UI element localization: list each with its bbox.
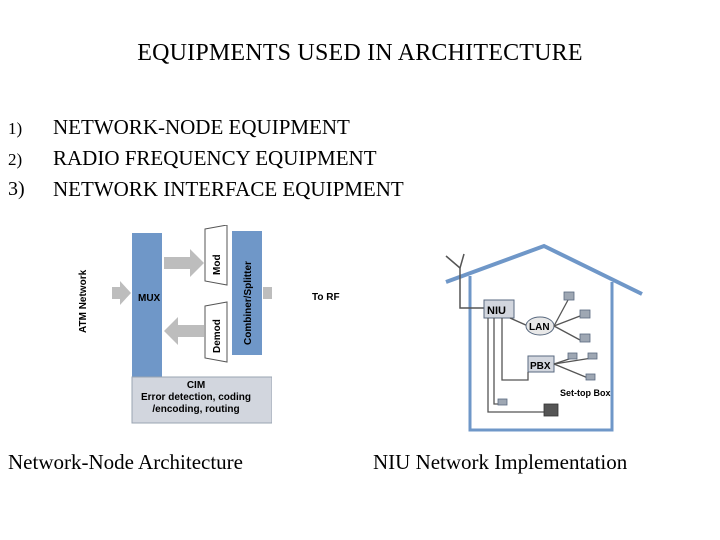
mux-label: MUX: [138, 293, 161, 304]
arrow-to-rf: [263, 287, 272, 299]
list-label: RADIO FREQUENCY EQUIPMENT: [53, 146, 377, 170]
cim-line-2: /encoding, routing: [152, 404, 239, 415]
niu-diagram: NIU LAN PBX Set-top Box: [445, 243, 643, 432]
list-number: 3): [8, 178, 25, 200]
network-node-caption: Network-Node Architecture: [8, 450, 243, 474]
mod-block: [204, 225, 228, 286]
atm-network-label: ATM Network: [78, 269, 89, 333]
list-label: NETWORK-NODE EQUIPMENT: [53, 115, 350, 139]
niu-label: NIU: [487, 305, 506, 317]
phone-icon: [497, 352, 598, 406]
demod-label: Demod: [212, 319, 223, 353]
house-walls: [468, 276, 614, 432]
demod-block: [204, 301, 228, 363]
pbx-label: PBX: [530, 361, 551, 372]
mux-block: [132, 233, 162, 381]
set-top-box-label: Set-top Box: [560, 388, 611, 398]
lan-link: [509, 317, 529, 327]
mod-label: Mod: [212, 254, 223, 275]
antenna-icon: [445, 253, 465, 274]
niu-box: [483, 299, 515, 319]
list-number: 1): [8, 119, 23, 138]
house-roof: [445, 243, 643, 296]
cim-block: [131, 376, 272, 424]
arrow-demod-to-mux: [164, 317, 204, 345]
list-number: 2): [8, 150, 23, 169]
tv-icon: [543, 403, 559, 417]
combiner-label: Combiner/Splitter: [243, 261, 254, 345]
arrow-mux-to-mod: [164, 249, 204, 277]
cim-title: CIM: [187, 380, 205, 391]
to-rf-label: To RF: [312, 292, 340, 303]
lan-label: LAN: [529, 322, 550, 333]
combiner-block: [232, 231, 262, 355]
network-node-diagram: ATM Network MUX Mod Demod Combiner/Split…: [78, 225, 272, 424]
arrow-atm-to-mux: [112, 281, 131, 305]
list-label: NETWORK INTERFACE EQUIPMENT: [53, 177, 404, 201]
niu-caption: NIU Network Implementation: [373, 450, 628, 474]
computer-icon: [563, 291, 591, 343]
feed-line: [459, 274, 484, 309]
cim-line-1: Error detection, coding: [141, 392, 251, 403]
page-title: EQUIPMENTS USED IN ARCHITECTURE: [137, 40, 583, 66]
